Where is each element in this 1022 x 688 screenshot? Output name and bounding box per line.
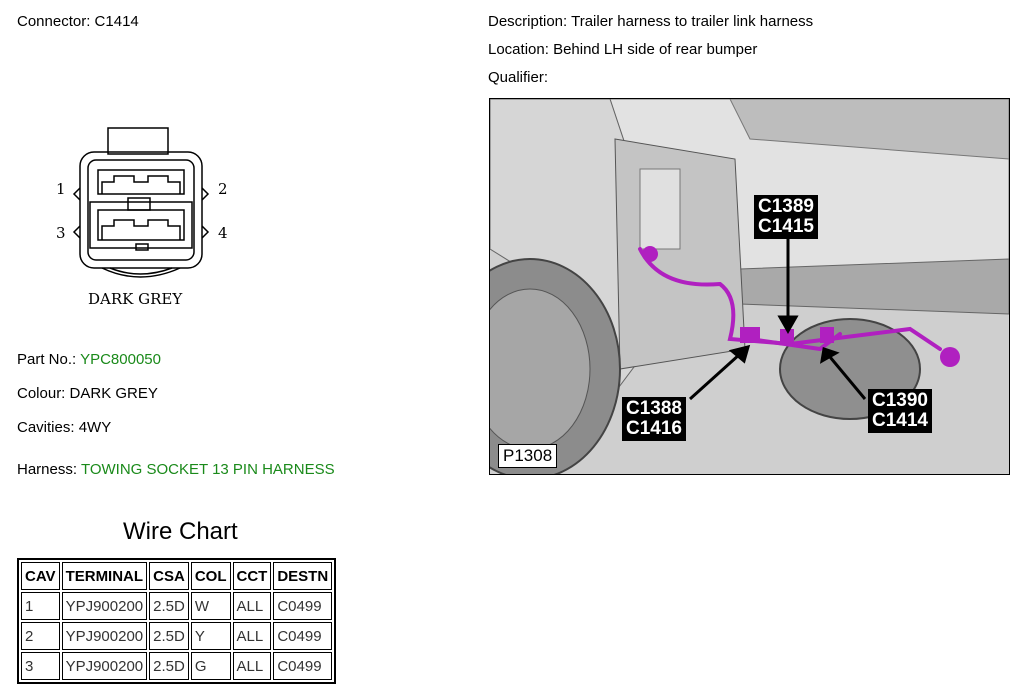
part-no-link[interactable]: YPC800050 — [80, 351, 161, 368]
cell-cav: 2 — [21, 622, 60, 650]
description-label: Description: — [488, 13, 568, 30]
location-line: Location: Behind LH side of rear bumper — [488, 41, 757, 59]
cell-cct: ALL — [232, 652, 272, 680]
callout-c1390-c1414: C1390 C1414 — [868, 389, 932, 433]
description-line: Description: Trailer harness to trailer … — [488, 13, 813, 31]
cell-destn: C0499 — [273, 652, 333, 680]
cell-csa: 2.5D — [149, 622, 189, 650]
table-row: 1 YPJ900200 2.5D W ALL C0499 — [21, 592, 333, 620]
wire-chart-table: CAV TERMINAL CSA COL CCT DESTN 1 YPJ9002… — [17, 558, 337, 684]
callout-line: C1389 — [758, 196, 814, 217]
harness-line: Harness: TOWING SOCKET 13 PIN HARNESS — [17, 461, 335, 479]
harness-label: Harness: — [17, 461, 78, 478]
cell-cav: 1 — [21, 592, 60, 620]
header-cav: CAV — [21, 562, 60, 590]
cell-terminal: YPJ900200 — [61, 592, 148, 620]
cell-destn: C0499 — [273, 622, 333, 650]
header-destn: DESTN — [273, 562, 333, 590]
colour-value: DARK GREY — [69, 385, 158, 402]
part-no-line: Part No.: YPC800050 — [17, 351, 161, 369]
header-col: COL — [190, 562, 231, 590]
header-csa: CSA — [149, 562, 189, 590]
cell-destn: C0499 — [273, 592, 333, 620]
header-terminal: TERMINAL — [61, 562, 148, 590]
harness-link[interactable]: TOWING SOCKET 13 PIN HARNESS — [80, 461, 335, 478]
qualifier-line: Qualifier: — [488, 69, 548, 87]
connector-line: Connector: C1414 — [17, 13, 139, 31]
callout-line: C1390 — [872, 390, 928, 411]
vehicle-rear-drawing — [490, 99, 1009, 474]
cell-cav: 3 — [21, 652, 60, 680]
connector-value: C1414 — [94, 13, 139, 30]
connector-label: Connector: — [17, 13, 91, 30]
cell-terminal: YPJ900200 — [61, 622, 148, 650]
callout-line: C1414 — [872, 410, 928, 431]
cell-csa: 2.5D — [149, 592, 189, 620]
location-value: Behind LH side of rear bumper — [553, 41, 758, 58]
pin-3-label: 3 — [56, 224, 66, 242]
cell-csa: 2.5D — [149, 652, 189, 680]
colour-line: Colour: DARK GREY — [17, 385, 158, 403]
cell-col: W — [190, 592, 231, 620]
qualifier-label: Qualifier: — [488, 69, 549, 86]
wire-chart-title: Wire Chart — [123, 518, 238, 545]
callout-line: C1415 — [758, 216, 814, 237]
location-label: Location: — [488, 41, 549, 58]
cell-cct: ALL — [232, 622, 272, 650]
figure-id: P1308 — [498, 444, 558, 468]
cell-terminal: YPJ900200 — [61, 652, 148, 680]
cell-col: Y — [190, 622, 231, 650]
callout-c1389-c1415: C1389 C1415 — [754, 195, 818, 239]
table-row: 3 YPJ900200 2.5D G ALL C0499 — [21, 652, 333, 680]
pin-1-label: 1 — [56, 180, 66, 198]
cell-cct: ALL — [232, 592, 272, 620]
wire-chart-header-row: CAV TERMINAL CSA COL CCT DESTN — [21, 562, 333, 590]
cavities-value: 4WY — [78, 419, 112, 436]
pin-2-label: 2 — [218, 180, 228, 198]
cavities-line: Cavities: 4WY — [17, 419, 111, 437]
cavities-label: Cavities: — [17, 419, 75, 436]
cell-col: G — [190, 652, 231, 680]
location-illustration: C1389 C1415 C1388 C1416 C1390 C1414 P130… — [489, 98, 1010, 475]
pin-4-label: 4 — [218, 224, 228, 242]
diagram-colour-label: DARK GREY — [88, 290, 183, 308]
description-value: Trailer harness to trailer link harness — [571, 13, 814, 30]
part-no-label: Part No.: — [17, 351, 77, 368]
colour-label: Colour: — [17, 385, 66, 402]
header-cct: CCT — [232, 562, 272, 590]
callout-line: C1416 — [626, 418, 682, 439]
callout-line: C1388 — [626, 398, 682, 419]
table-row: 2 YPJ900200 2.5D Y ALL C0499 — [21, 622, 333, 650]
callout-c1388-c1416: C1388 C1416 — [622, 397, 686, 441]
connector-face-diagram: 1 2 3 4 DARK GREY — [56, 127, 228, 308]
